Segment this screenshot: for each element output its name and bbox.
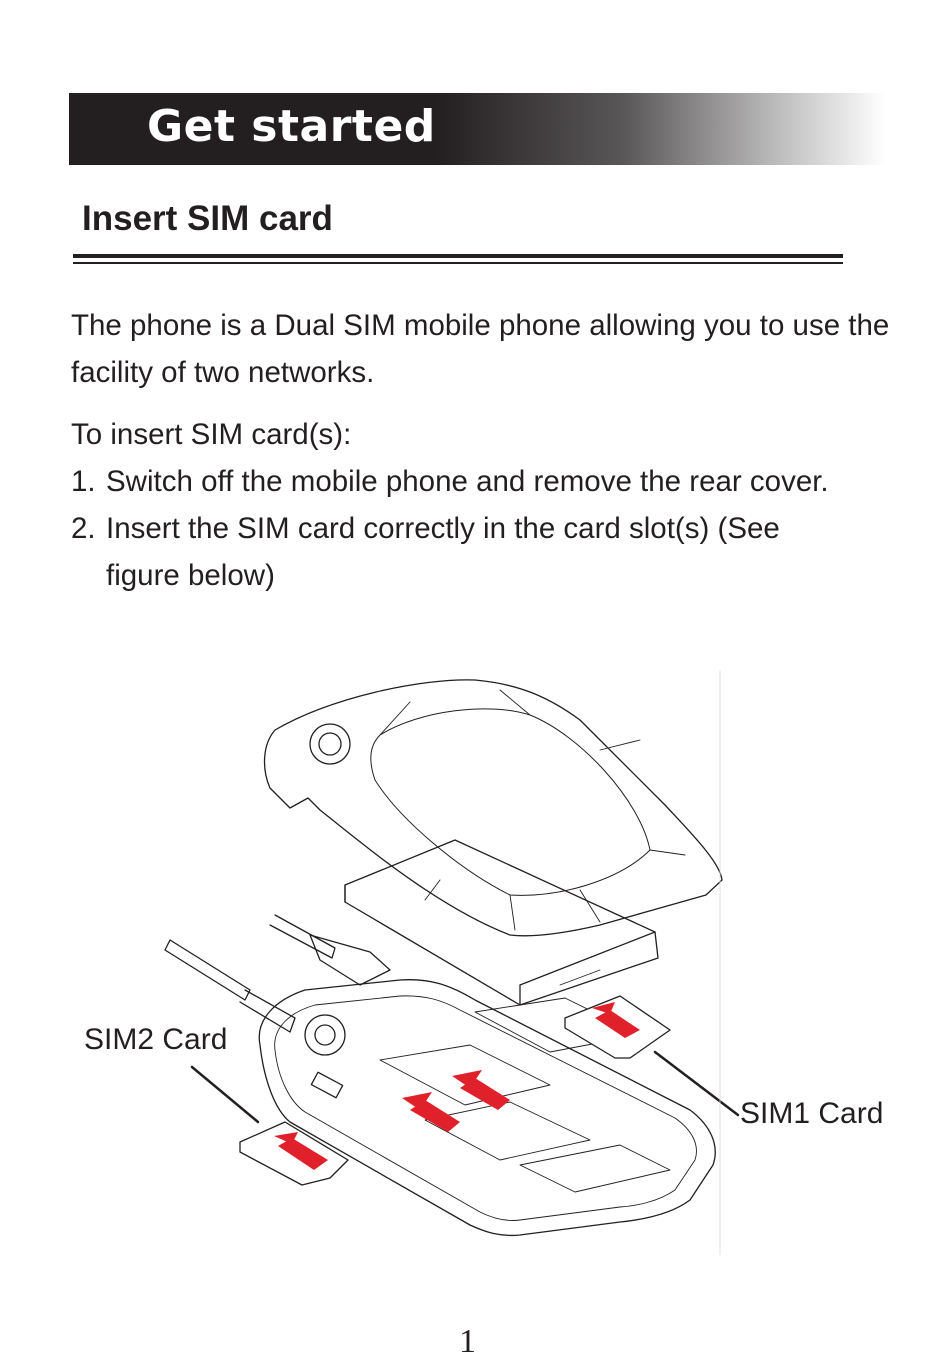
sim2-card-illustration [239,1121,349,1186]
sim1-leader-line [653,1050,740,1117]
phone-body-illustration [258,979,716,1237]
body-text: The phone is a Dual SIM mobile phone all… [71,302,911,599]
sim2-card-label: SIM2 Card [84,1023,228,1056]
step-text: Insert the SIM card correctly in the car… [106,512,780,592]
battery-illustration [344,839,659,1006]
intro-paragraph: The phone is a Dual SIM mobile phone all… [71,309,890,389]
sim2-leader-line [190,1065,260,1124]
section-rule-thick [73,254,843,258]
step-item: 2. Insert the SIM card correctly in the … [71,505,911,599]
step-item: 1. Switch off the mobile phone and remov… [71,458,911,505]
rear-cover-illustration [263,679,723,937]
section-title: Insert SIM card [82,199,333,238]
step-number: 2. [71,512,96,545]
sim-insertion-figure [164,669,740,1256]
sim1-card-label: SIM1 Card [740,1097,884,1130]
page-number: 1 [459,1323,476,1360]
steps-intro: To insert SIM card(s): [71,418,352,451]
step-text: Switch off the mobile phone and remove t… [106,465,829,498]
insertion-arrows [402,1070,510,1132]
cable-illustration [164,914,391,1033]
step-number: 1. [71,465,96,498]
sim1-card-illustration [564,995,671,1059]
header-banner: Get started [69,93,885,165]
page-title: Get started [147,101,436,152]
section-rule-thin [73,262,843,264]
